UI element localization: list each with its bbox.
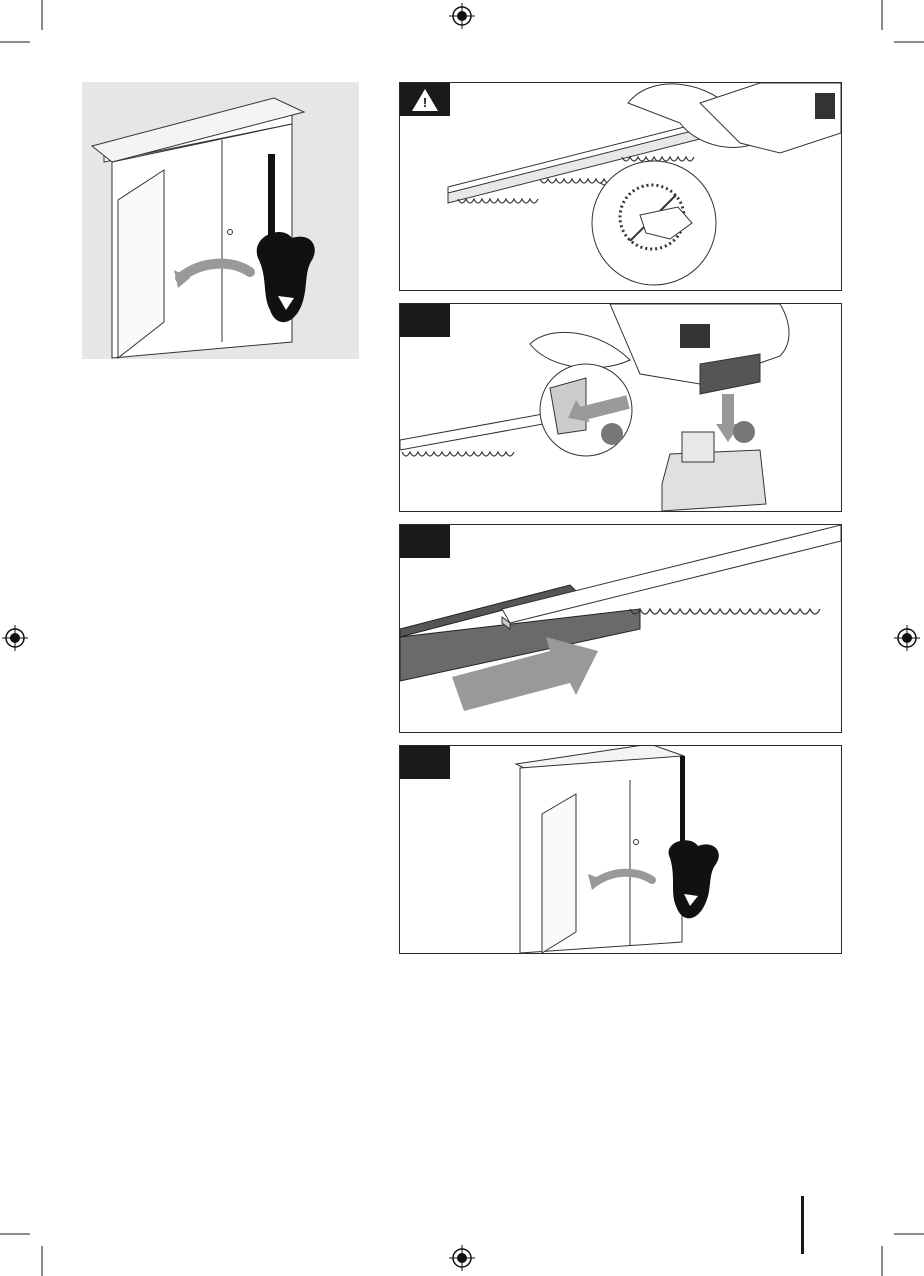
figure-battery-removal xyxy=(399,303,842,512)
registration-mark-bottom xyxy=(449,1245,475,1271)
registration-mark-left xyxy=(2,625,28,651)
figure-tag-label xyxy=(400,304,450,337)
figure-tag xyxy=(400,304,450,337)
hedge-trimmer-warning-illustration xyxy=(400,83,841,290)
figure-cabinet-storage-2 xyxy=(399,745,842,954)
figure-tag-label xyxy=(400,525,450,558)
figure-blade-guard xyxy=(399,524,842,733)
cabinet-illustration xyxy=(82,82,359,359)
figure-tag xyxy=(400,746,450,779)
warning-tag-label: ! xyxy=(400,83,450,116)
registration-mark-top xyxy=(449,3,475,29)
registration-mark-right xyxy=(894,625,920,651)
warning-tag: ! xyxy=(400,83,450,116)
figure-tag-label xyxy=(400,746,450,779)
page-edge-bar xyxy=(801,1196,804,1254)
figure-warning-blade: ! xyxy=(399,82,842,291)
cabinet-illustration-2 xyxy=(400,746,841,953)
figure-cabinet-storage xyxy=(82,82,359,359)
blade-guard-illustration xyxy=(400,525,841,732)
battery-removal-illustration xyxy=(400,304,841,511)
figure-tag xyxy=(400,525,450,558)
